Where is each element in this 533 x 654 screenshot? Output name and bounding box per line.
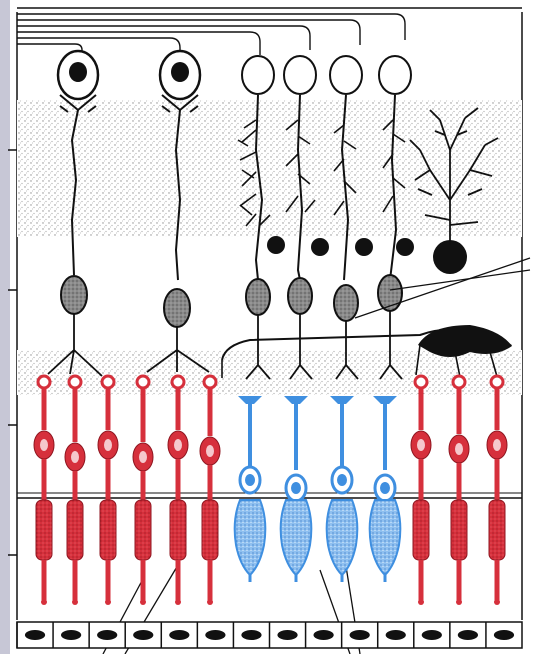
nerve-fiber-layer bbox=[17, 8, 522, 55]
cone-cell-3 bbox=[327, 396, 358, 582]
cone-cell-1 bbox=[235, 396, 266, 582]
rod-cell-3 bbox=[98, 376, 118, 605]
ganglion-cell-hollow-4 bbox=[379, 56, 411, 94]
left-edge-strip bbox=[0, 0, 10, 654]
cone-cells bbox=[235, 396, 401, 582]
rod-cell-6 bbox=[200, 376, 220, 605]
rod-cell-1 bbox=[34, 376, 54, 605]
ganglion-cell-hollow-2 bbox=[284, 56, 316, 94]
rod-cell-7 bbox=[411, 376, 431, 605]
rod-cell-4 bbox=[133, 376, 153, 605]
ganglion-cell-hollow-3 bbox=[330, 56, 362, 94]
rod-cell-8 bbox=[449, 376, 469, 605]
rod-cell-5 bbox=[168, 376, 188, 605]
bipolar-cell-bodies bbox=[61, 275, 402, 327]
amacrine-cells bbox=[267, 236, 467, 274]
pigment-epithelium bbox=[17, 622, 522, 648]
cone-cell-2 bbox=[281, 396, 312, 582]
rod-cells bbox=[34, 376, 507, 605]
rod-cell-2 bbox=[65, 376, 85, 605]
rod-cell-9 bbox=[487, 376, 507, 605]
ganglion-cell-hollow-1 bbox=[242, 56, 274, 94]
cone-cell-4 bbox=[370, 396, 401, 582]
